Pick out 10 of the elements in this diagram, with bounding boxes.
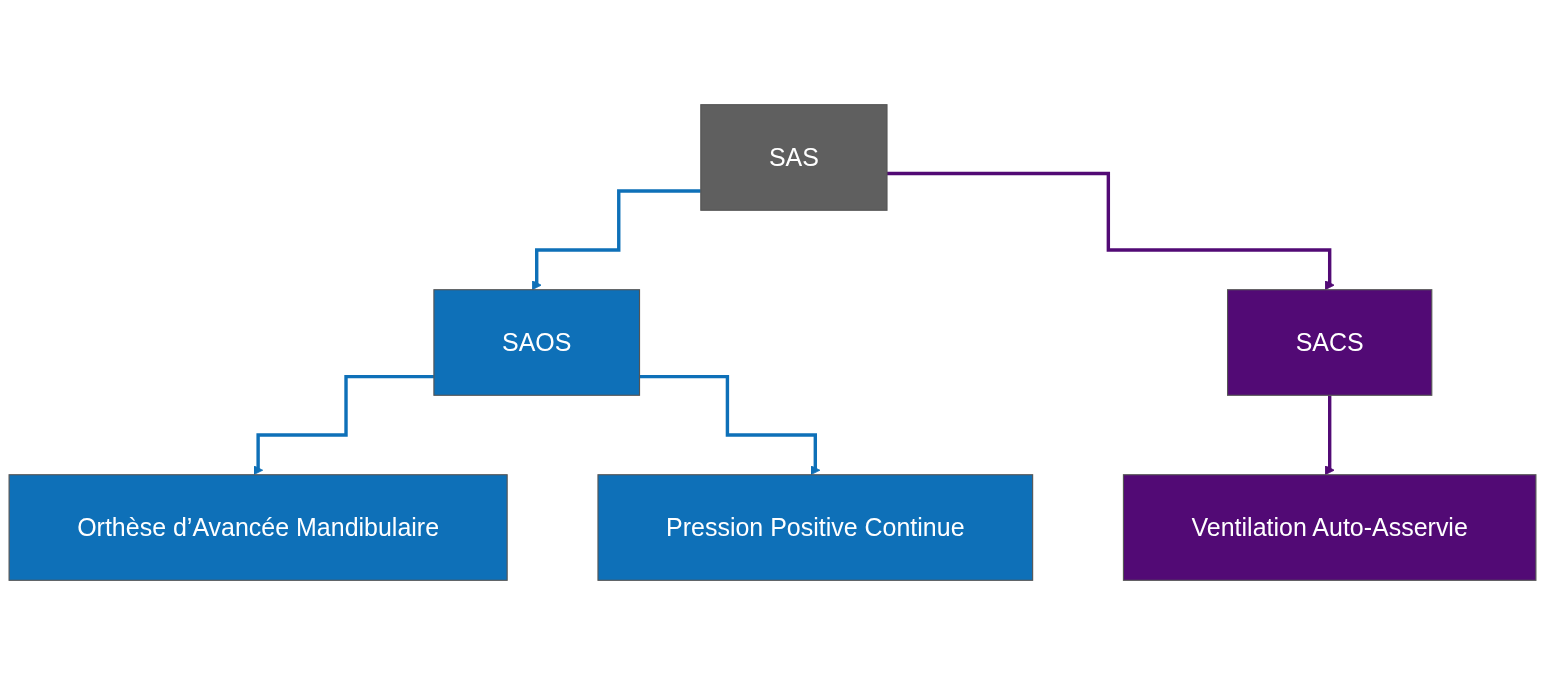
arrow xyxy=(887,171,1335,291)
node-box: SAOS xyxy=(433,289,641,396)
arrow xyxy=(253,374,434,476)
node-box: Pression Positive Continue xyxy=(597,474,1034,581)
node-box: SAS xyxy=(700,104,888,211)
node-box: SACS xyxy=(1227,289,1433,396)
arrow xyxy=(531,189,701,291)
node-box: Orthèse d’Avancée Mandibulaire xyxy=(8,474,508,581)
arrow xyxy=(639,374,821,476)
node-box: Ventilation Auto-Asservie xyxy=(1122,474,1537,581)
